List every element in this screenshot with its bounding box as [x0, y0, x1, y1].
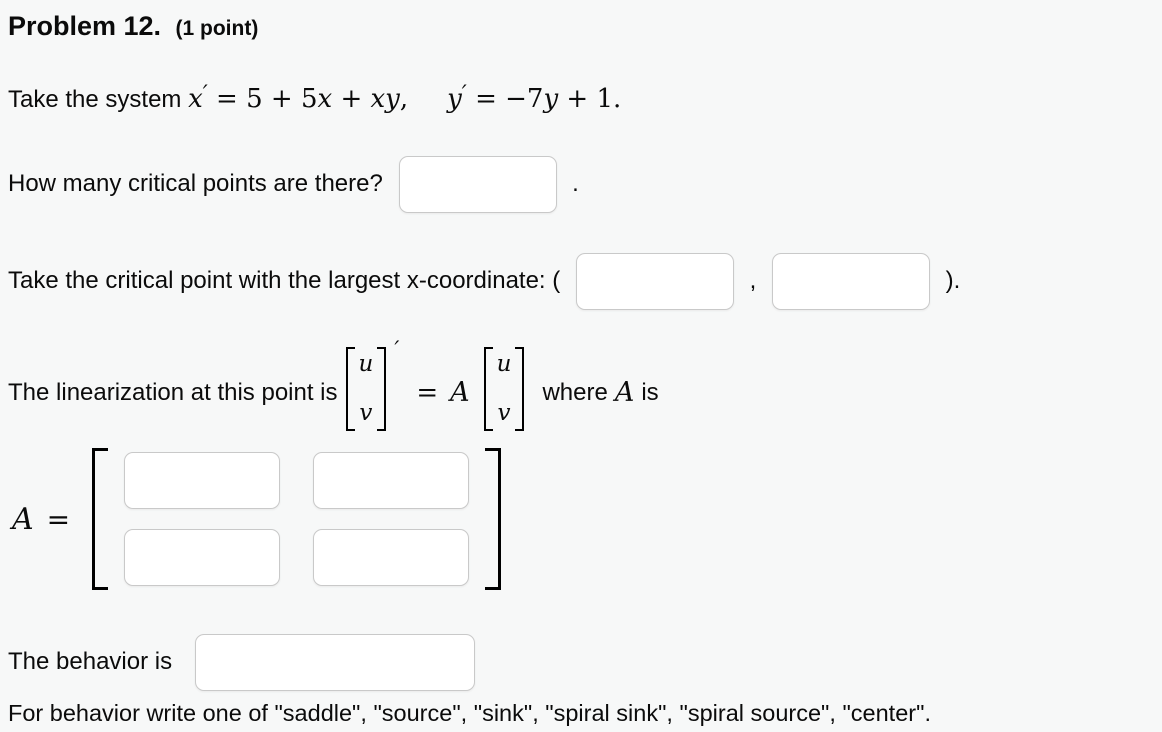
coordinate-separator: ,	[749, 266, 757, 294]
system-prefix: Take the system	[8, 86, 182, 113]
matrix-symbol-A: A	[450, 377, 470, 408]
system-statement: Take the system x′ = 5 + 5x + xy, y′ = −…	[8, 81, 1162, 114]
uv-vector-2: u v	[483, 347, 525, 438]
system-equation-2: y′ = −7y + 1.	[447, 81, 622, 114]
behavior-note: For behavior write one of "saddle", "sou…	[8, 700, 931, 726]
where-text: where	[542, 378, 608, 406]
vector-entry-u: u	[358, 351, 374, 377]
where-matrix-A: A	[614, 377, 635, 408]
matrix-bracket-left	[92, 448, 109, 590]
matrix-answer: A =	[8, 448, 1162, 590]
critical-point-x-input[interactable]	[575, 253, 734, 310]
vector-bracket-left	[345, 347, 355, 431]
matrix-a21-input[interactable]	[124, 529, 281, 586]
behavior-question: The behavior is	[8, 634, 1162, 691]
critical-count-label: How many critical points are there?	[8, 169, 383, 197]
problem-title: Problem 12.	[8, 11, 162, 41]
critical-count-suffix: .	[572, 169, 579, 197]
problem-header: Problem 12. (1 point)	[8, 10, 1162, 47]
vector-bracket-left	[483, 347, 493, 431]
uv-vector-primed: u v ′	[345, 338, 399, 438]
critical-count-question: How many critical points are there? .	[8, 156, 1162, 213]
linearization-equals: =	[416, 377, 439, 408]
matrix-cell-grid	[108, 448, 485, 590]
matrix-a22-input[interactable]	[313, 529, 470, 586]
matrix-label-A: A	[12, 501, 34, 537]
uv-vector: u v	[345, 347, 387, 431]
critical-point-suffix: ).	[945, 266, 961, 294]
vector-entry-v: v	[497, 400, 511, 426]
vector-bracket-right	[377, 347, 387, 431]
matrix-equals: =	[46, 502, 71, 536]
uv-vector: u v	[483, 347, 525, 431]
vector-entry-u: u	[496, 351, 512, 377]
vector-entries: u v	[355, 347, 378, 431]
critical-point-question: Take the critical point with the largest…	[8, 253, 1162, 310]
critical-count-input[interactable]	[398, 156, 557, 213]
matrix-a11-input[interactable]	[124, 452, 281, 509]
linearization-statement: The linearization at this point is u v ′…	[8, 338, 1162, 438]
problem-points: (1 point)	[175, 17, 259, 40]
linearization-prefix: The linearization at this point is	[8, 378, 338, 406]
critical-point-label: Take the critical point with the largest…	[8, 266, 561, 294]
vector-prime: ′	[394, 338, 400, 363]
behavior-input[interactable]	[194, 634, 475, 691]
vector-entry-v: v	[359, 400, 373, 426]
system-equation-1: x′ = 5 + 5x + xy,	[188, 81, 409, 114]
vector-entries: u v	[493, 347, 516, 431]
behavior-label: The behavior is	[8, 647, 173, 675]
is-text: is	[641, 378, 659, 406]
critical-point-y-input[interactable]	[771, 253, 930, 310]
vector-bracket-right	[515, 347, 525, 431]
matrix-a12-input[interactable]	[313, 452, 470, 509]
matrix-bracket-right	[485, 448, 502, 590]
